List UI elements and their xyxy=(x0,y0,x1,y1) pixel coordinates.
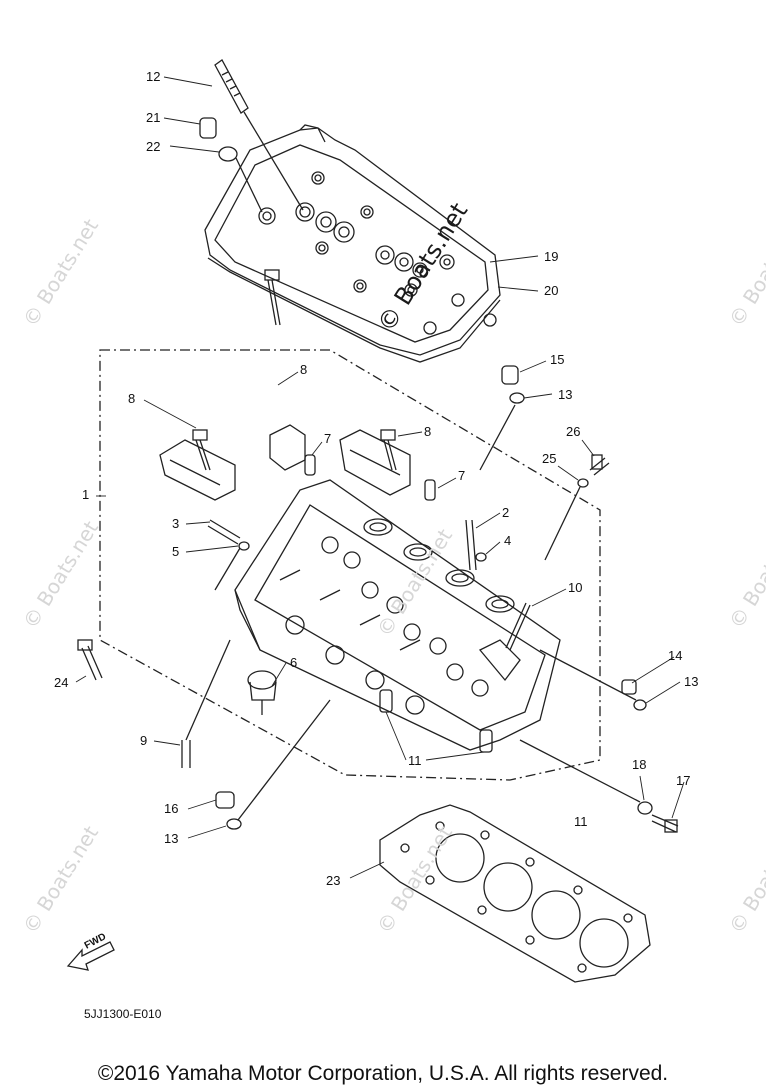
callout-number: 6 xyxy=(290,655,298,670)
cylinder-head-gasket xyxy=(379,804,651,983)
callout-number: 26 xyxy=(566,424,581,439)
diagram-code: 5JJ1300-E010 xyxy=(84,1007,162,1021)
callout-number: 7 xyxy=(458,468,466,483)
assembly-boundary xyxy=(99,349,601,781)
spark-plug xyxy=(214,59,304,211)
callout-number: 22 xyxy=(146,139,161,154)
callout-number: 3 xyxy=(172,516,180,531)
cylinder-head xyxy=(234,479,561,751)
cylinder-head-cover xyxy=(204,124,501,363)
callout-number: 5 xyxy=(172,544,180,559)
callout-number: 23 xyxy=(326,873,341,888)
callout-number: 20 xyxy=(544,283,559,298)
callout-number: 4 xyxy=(504,533,512,548)
callout-number: 14 xyxy=(668,648,683,663)
callout-number: 24 xyxy=(54,675,69,690)
callout-number: 13 xyxy=(558,387,573,402)
callout-number: 17 xyxy=(676,773,691,788)
callout-number: 10 xyxy=(568,580,583,595)
callout-number: 13 xyxy=(684,674,699,689)
callout-number: 9 xyxy=(140,733,148,748)
callout-number: 1 xyxy=(82,487,90,502)
callout-number: 19 xyxy=(544,249,559,264)
callout-number: 8 xyxy=(300,362,308,377)
fwd-arrow xyxy=(66,941,115,971)
callout-number: 11 xyxy=(574,814,588,829)
callout-number: 7 xyxy=(324,431,332,446)
camshaft-cap xyxy=(159,424,411,501)
callout-number: 12 xyxy=(146,69,161,84)
grommet xyxy=(199,117,217,139)
callout-number: 18 xyxy=(632,757,647,772)
callout-number: 2 xyxy=(502,505,510,520)
callout-number: 16 xyxy=(164,801,179,816)
callout-number: 8 xyxy=(424,424,432,439)
callout-number: 13 xyxy=(164,831,179,846)
callout-number: 25 xyxy=(542,451,557,466)
washer xyxy=(218,146,238,162)
callout-number: 8 xyxy=(128,391,136,406)
callout-number: 21 xyxy=(146,110,161,125)
callout-number: 15 xyxy=(550,352,565,367)
callout-number: 11 xyxy=(408,753,422,768)
copyright-notice: ©2016 Yamaha Motor Corporation, U.S.A. A… xyxy=(97,1062,669,1085)
